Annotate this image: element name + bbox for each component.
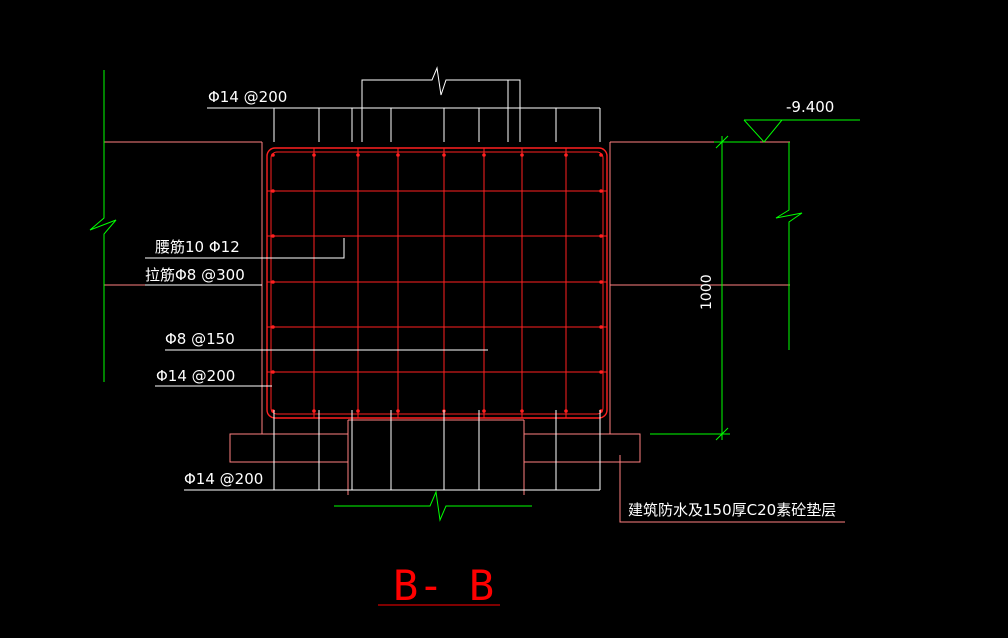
rebar-dot	[356, 153, 360, 157]
section-title: B- B	[393, 561, 494, 610]
elevation-label: -9.400	[786, 98, 834, 116]
rebar-dot	[271, 234, 275, 238]
rebar-dot	[599, 370, 603, 374]
rebar-cage	[266, 147, 608, 419]
rebar-dot	[271, 370, 275, 374]
rebar-dot	[482, 409, 486, 413]
cushion-note: 建筑防水及150厚C20素砼垫层	[628, 501, 836, 519]
rebar-dot	[599, 234, 603, 238]
stirrup-label: Φ8 @150	[165, 330, 235, 348]
bottom-rebar-label: Φ14 @200	[184, 470, 263, 488]
rebar-stirrup-outer	[266, 147, 608, 419]
rebar-dot	[271, 189, 275, 193]
rebar-dot	[599, 153, 603, 157]
rebar-dot	[271, 325, 275, 329]
waist-rebar-label: 腰筋10 Φ12	[155, 238, 240, 256]
rebar-dot	[520, 409, 524, 413]
rebar-dot	[520, 153, 524, 157]
top-rebar-label: Φ14 @200	[208, 88, 287, 106]
rebar-dot	[396, 409, 400, 413]
rebar-dot	[599, 325, 603, 329]
rebar-dot	[356, 409, 360, 413]
rebar-dot	[599, 189, 603, 193]
rebar-dot	[271, 153, 275, 157]
depth-dimension-label: 1000	[699, 274, 715, 310]
rebar-dot	[442, 153, 446, 157]
rebar-dot	[482, 153, 486, 157]
side-rebar-label: Φ14 @200	[156, 367, 235, 385]
rebar-dot	[396, 153, 400, 157]
dimension-lines	[89, 70, 860, 522]
rebar-stirrup-inner	[270, 151, 604, 415]
rebar-dot	[599, 280, 603, 284]
rebar-dot	[564, 153, 568, 157]
concrete-outline	[104, 141, 845, 523]
rebar-dot	[564, 409, 568, 413]
leader-lines	[145, 66, 601, 491]
rebar-dot	[271, 280, 275, 284]
rebar-dot	[312, 153, 316, 157]
tie-rebar-label: 拉筋Φ8 @300	[145, 266, 245, 284]
rebar-dot	[312, 409, 316, 413]
